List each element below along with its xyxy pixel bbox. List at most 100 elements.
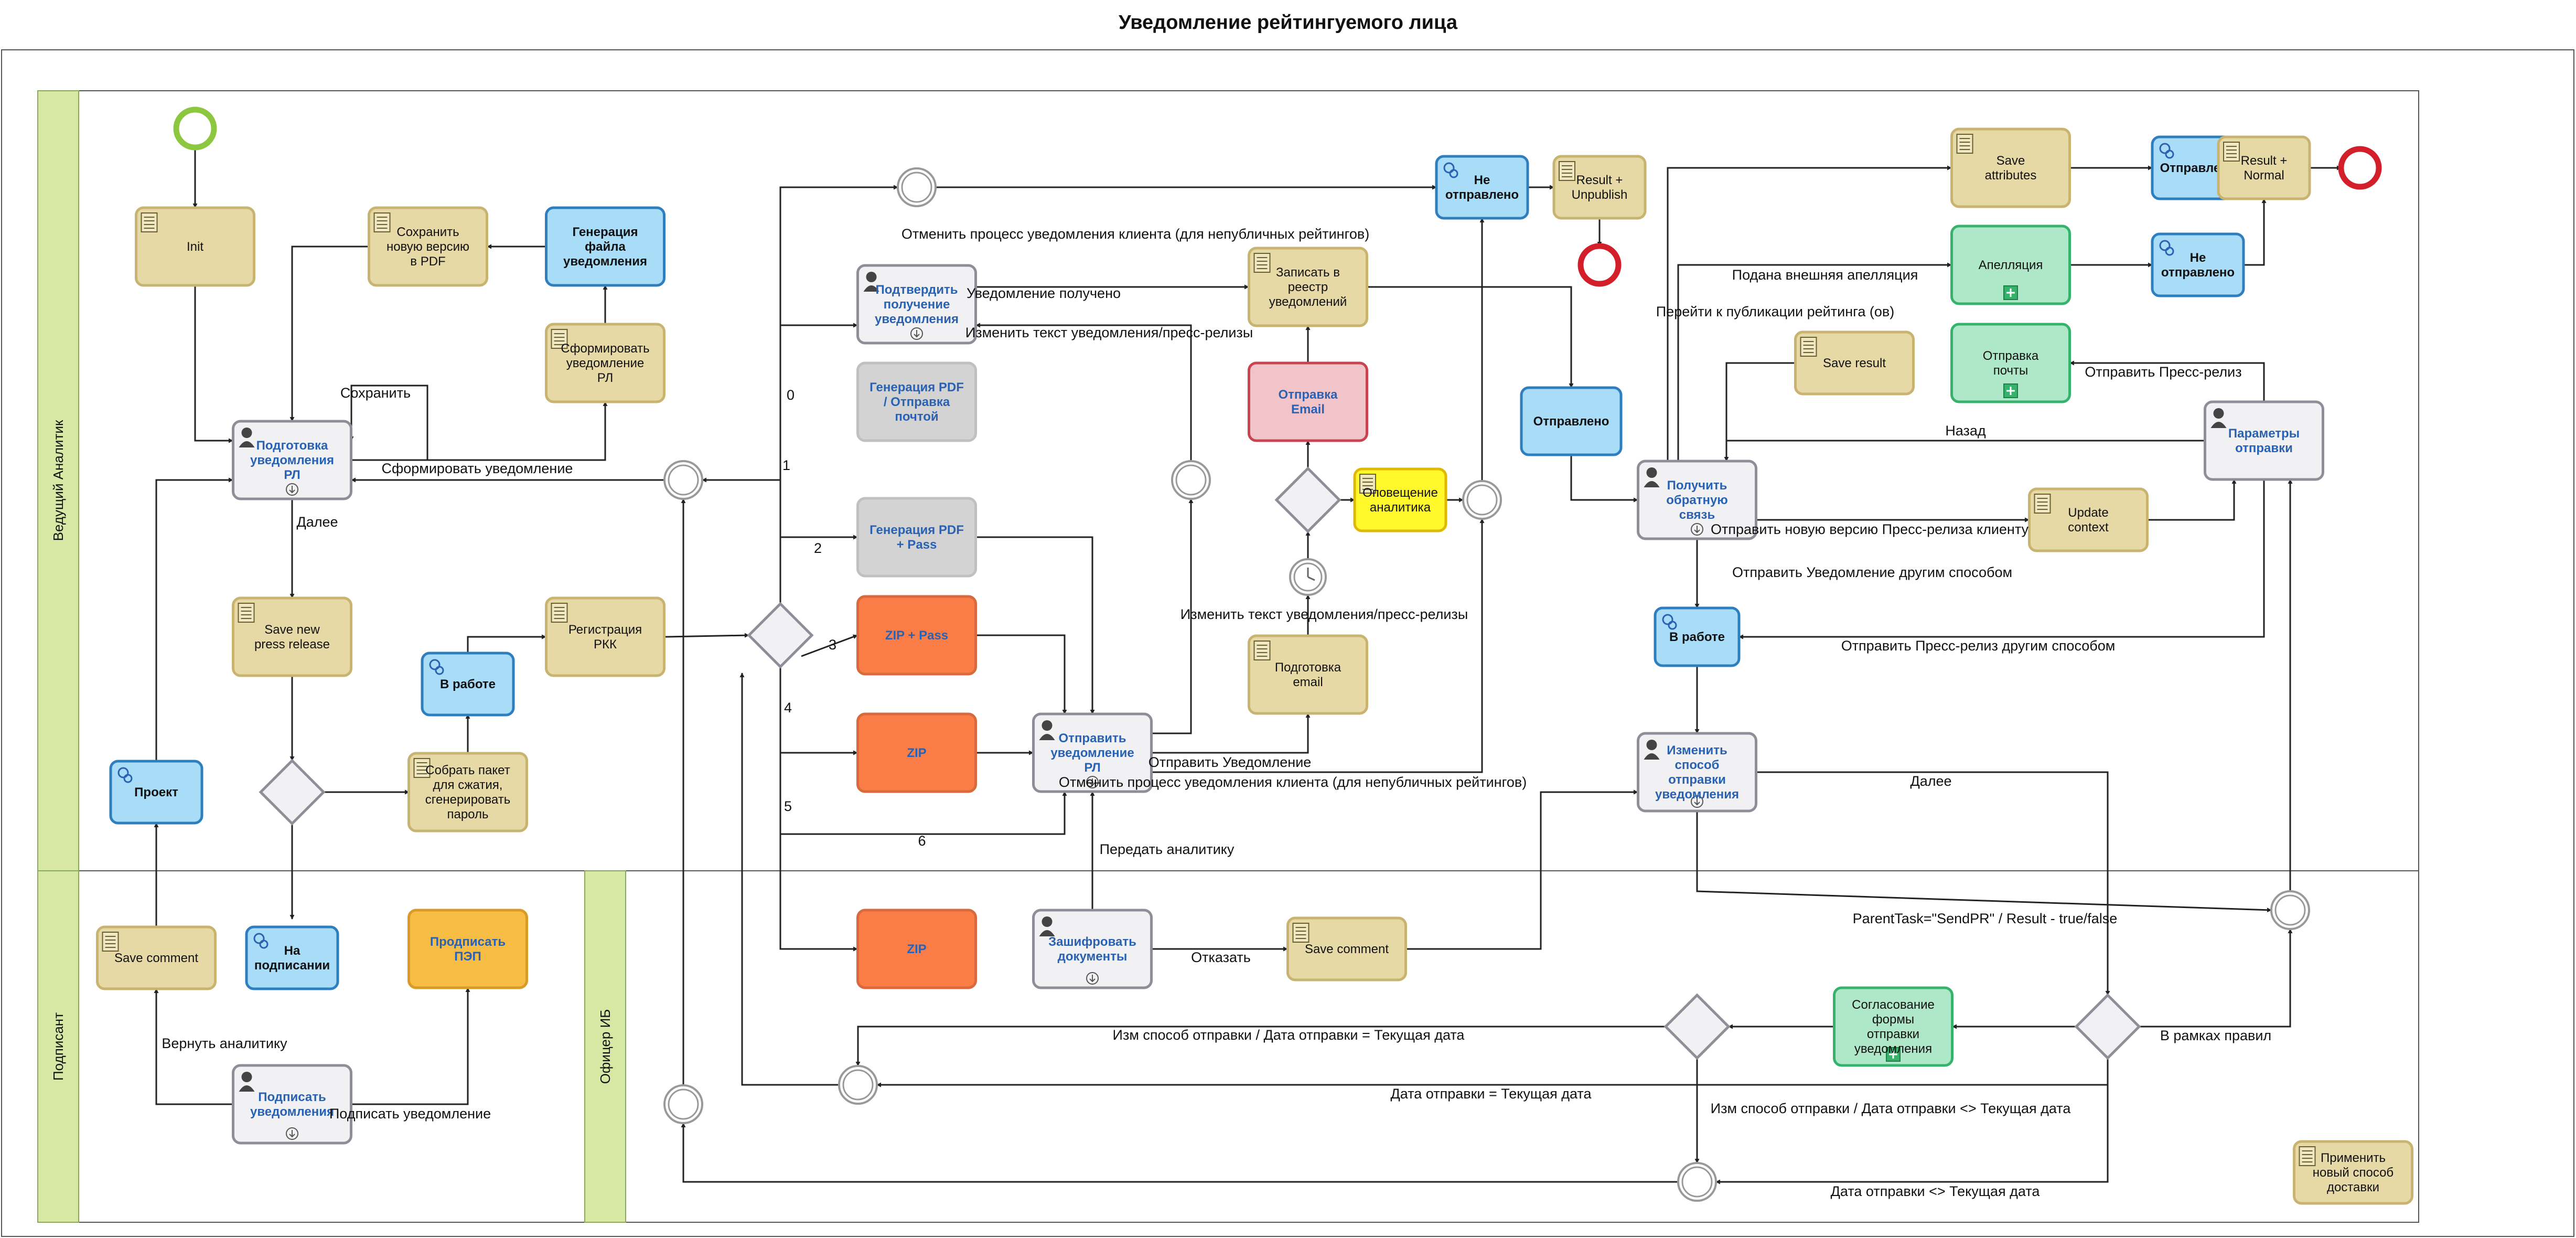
sequence-flow (779, 323, 858, 604)
end-event-unpublish[interactable] (1577, 243, 1622, 287)
gateway-rules[interactable] (2074, 993, 2141, 1060)
task-zip2[interactable]: ZIP (856, 909, 977, 989)
task-label: Апелляция (1979, 258, 2043, 272)
sequence-flow (1715, 1058, 2109, 1184)
gateway-date[interactable] (1663, 993, 1731, 1060)
flow-label-send-notice: Отправить Уведомление (1149, 754, 1312, 770)
flow-label-form-notice: Сформировать уведомление (382, 461, 573, 476)
flow-label-g2: 2 (814, 540, 822, 556)
script-icon (2299, 1146, 2316, 1166)
flow-label-cancel-top: Отменить процесс уведомления клиента (дл… (901, 226, 1369, 242)
task-zip-pass[interactable]: ZIP + Pass (856, 595, 977, 676)
intermediate-event-bottom[interactable] (1677, 1162, 1717, 1202)
sequence-flow (155, 477, 233, 761)
flow-label-cancel-bottom: Отменить процесс уведомления клиента (дл… (1059, 774, 1527, 790)
loop-marker-icon (1086, 972, 1099, 985)
sequence-flow (1406, 789, 1638, 950)
script-icon (413, 758, 431, 778)
task-zip1[interactable]: ZIP (856, 712, 977, 793)
user-icon (2210, 408, 2227, 428)
intermediate-event-top[interactable] (897, 167, 937, 207)
sequence-flow (1570, 455, 1638, 503)
flow-label-return-analytics: Вернуть аналитику (162, 1036, 287, 1051)
flow-label-within-rules: В рамках правил (2160, 1028, 2271, 1043)
sequence-flow (1724, 362, 1795, 462)
intermediate-event-signer[interactable] (663, 1084, 703, 1124)
sequence-flow (1152, 713, 1311, 754)
sequence-flow (1367, 286, 1574, 388)
flow-label-send-press-other: Отправить Пресс-релиз другим способом (1841, 638, 2116, 654)
sequence-flow (1696, 811, 2272, 913)
service-icon (429, 659, 444, 675)
task-project[interactable]: Проект (109, 760, 203, 825)
flow-label-pass-analytics: Передать аналитику (1100, 841, 1235, 857)
gateway-press[interactable] (259, 759, 326, 826)
task-in-work2[interactable]: В работе (1654, 606, 1741, 667)
flow-label-g1: 1 (782, 457, 790, 473)
task-save-comment2[interactable]: Save comment (1286, 916, 1407, 981)
task-save-result[interactable]: Save result (1794, 330, 1915, 396)
task-gen-pdf-pass[interactable]: Генерация PDF+ Pass (856, 497, 977, 578)
timer-event[interactable] (1289, 558, 1327, 596)
script-icon (1292, 923, 1310, 943)
end-event-top[interactable] (2338, 146, 2382, 190)
task-result-unpublish[interactable]: Result +Unpublish (1552, 155, 1647, 220)
gateway-email[interactable] (1274, 466, 1341, 533)
task-save-comment1[interactable]: Save comment (96, 925, 217, 990)
intermediate-event-rules[interactable] (2270, 890, 2310, 930)
intermediate-event-mid[interactable] (1171, 460, 1211, 500)
task-label: Init (187, 240, 203, 254)
script-icon (141, 212, 158, 232)
task-label: В работе (1669, 630, 1725, 644)
task-label: Проект (134, 785, 178, 799)
lane-label-signer: Подписант (50, 1012, 66, 1081)
intermediate-event-merge[interactable] (838, 1065, 878, 1105)
start-event[interactable] (173, 106, 217, 151)
task-init[interactable]: Init (135, 206, 255, 287)
task-sent1[interactable]: Отправлено (1520, 386, 1623, 456)
script-icon (551, 329, 568, 349)
sequence-flow (664, 633, 749, 638)
task-result-normal[interactable]: Result +Normal (2217, 135, 2311, 200)
task-in-work1[interactable]: В работе (421, 652, 515, 717)
gateway-method[interactable] (747, 602, 814, 669)
task-appeal[interactable]: Апелляция (1950, 225, 2071, 305)
intermediate-event-right[interactable] (1462, 480, 1502, 520)
intermediate-event-left[interactable] (663, 460, 703, 500)
sequence-flow (154, 988, 233, 1105)
